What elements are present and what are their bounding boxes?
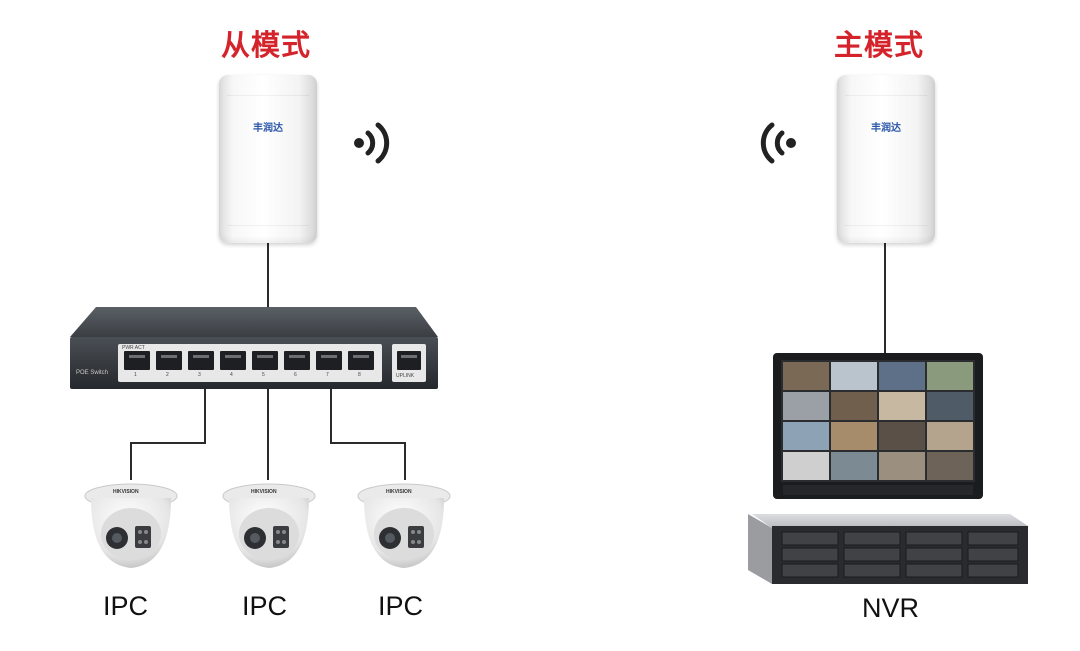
port-number: 4 bbox=[230, 372, 233, 378]
port-number: 2 bbox=[166, 372, 169, 378]
dome-camera-3 bbox=[357, 483, 451, 568]
slave-mode-title: 从模式 bbox=[221, 28, 312, 62]
poe-switch bbox=[70, 307, 438, 389]
camera-3-label: IPC bbox=[378, 591, 424, 621]
slave-cpe-device: 丰润达 bbox=[219, 75, 317, 243]
cable-switch-to-camera-3 bbox=[330, 388, 332, 444]
cable-segment bbox=[330, 442, 406, 444]
surveillance-monitor bbox=[773, 353, 983, 499]
slave-cpe-brand: 丰润达 bbox=[253, 123, 283, 134]
cable-switch-to-camera-1 bbox=[204, 388, 206, 444]
switch-brand-label: POE Switch bbox=[76, 370, 109, 376]
cable-slave-cpe-to-switch bbox=[267, 243, 269, 309]
cable-segment bbox=[130, 442, 206, 444]
cable-segment bbox=[130, 442, 132, 480]
port-number: 8 bbox=[358, 372, 361, 378]
cable-switch-to-camera-2 bbox=[267, 388, 269, 480]
camera-feed-grid bbox=[783, 362, 973, 480]
port-number: 5 bbox=[262, 372, 265, 378]
cable-master-cpe-to-monitor bbox=[884, 243, 886, 355]
camera-1-label: IPC bbox=[103, 591, 149, 621]
port-number: 3 bbox=[198, 372, 201, 378]
master-mode-title: 主模式 bbox=[834, 28, 925, 62]
wifi-signal-right-icon bbox=[354, 122, 390, 164]
nvr-recorder bbox=[748, 514, 1028, 584]
master-cpe-brand: 丰润达 bbox=[871, 123, 901, 134]
wifi-signal-left-icon bbox=[760, 122, 796, 164]
camera-3-brand: HIKVISION bbox=[386, 489, 412, 495]
port-number: 1 bbox=[134, 372, 137, 378]
master-cpe-device: 丰润达 bbox=[837, 75, 935, 243]
port-number: 7 bbox=[326, 372, 329, 378]
nvr-label: NVR bbox=[862, 593, 920, 623]
port-number: 6 bbox=[294, 372, 297, 378]
switch-status-label: PWR ACT bbox=[122, 345, 145, 351]
dome-camera-2 bbox=[222, 483, 316, 568]
camera-2-label: IPC bbox=[242, 591, 288, 621]
switch-port-numbers: 1 2 3 4 5 6 7 8 bbox=[124, 372, 388, 380]
switch-uplink-label: UPLINK bbox=[396, 373, 415, 379]
cable-segment bbox=[404, 442, 406, 480]
dome-camera-1 bbox=[84, 483, 178, 568]
camera-2-brand: HIKVISION bbox=[251, 489, 277, 495]
camera-1-brand: HIKVISION bbox=[113, 489, 139, 495]
